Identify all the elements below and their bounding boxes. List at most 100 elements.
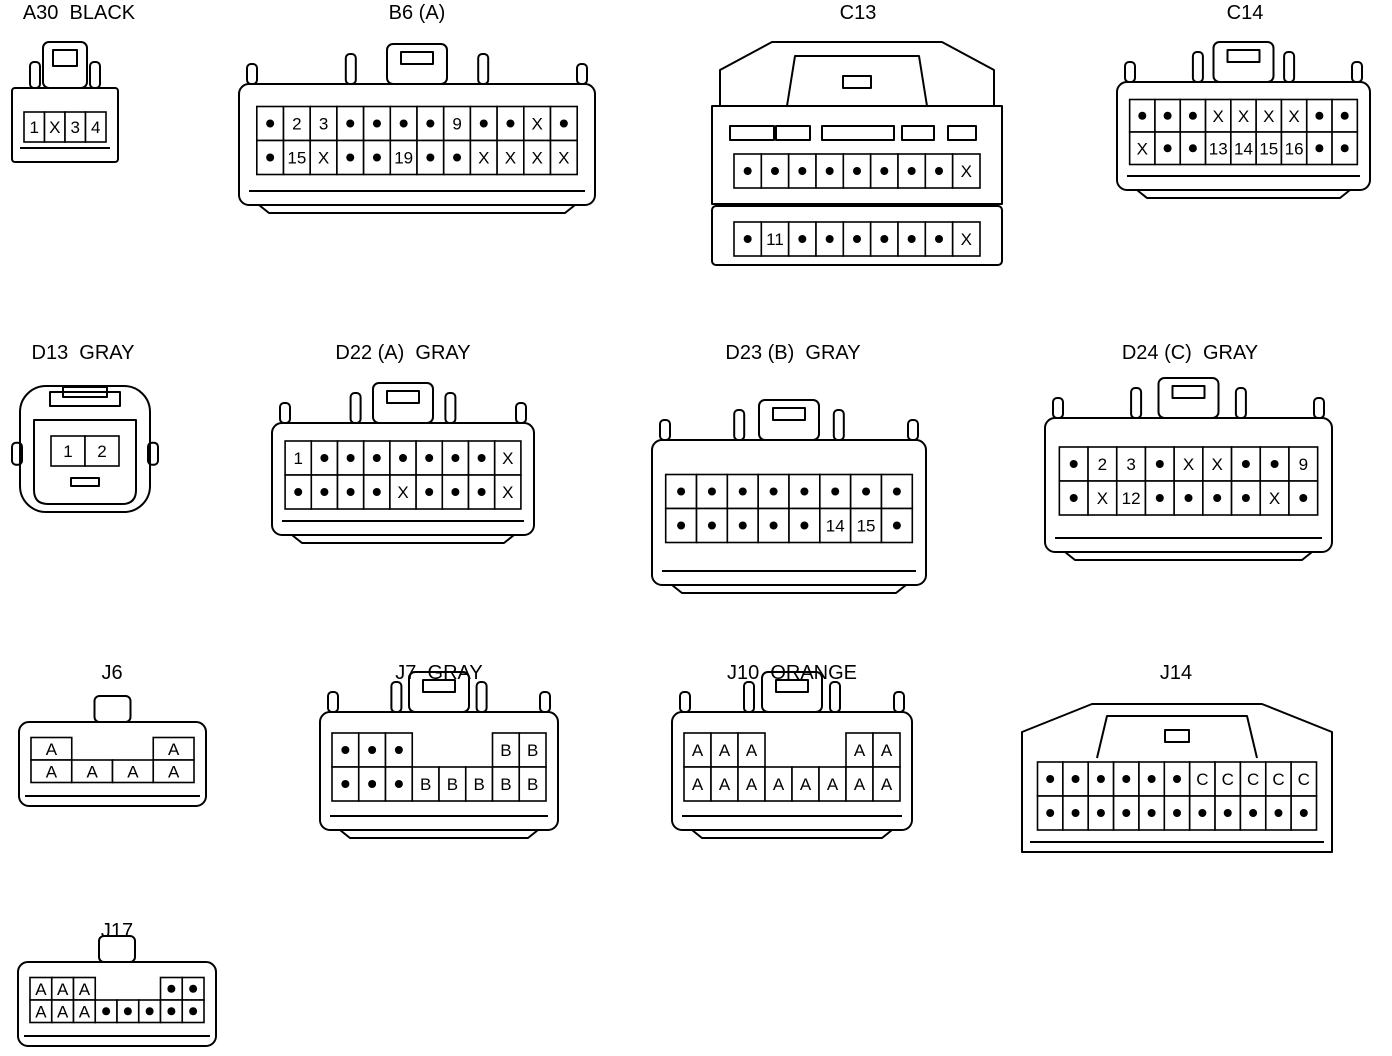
pin-cell: 9	[1288, 446, 1319, 482]
pin-label: C	[1272, 770, 1284, 789]
pin-cell	[1036, 795, 1064, 831]
pin-cell: 12	[1115, 480, 1147, 516]
pin-dot	[167, 1007, 176, 1016]
pin-cell: A	[50, 976, 75, 1001]
pin-cell	[726, 473, 759, 510]
pin-cell: X	[951, 221, 981, 257]
pin-cell: 1	[23, 111, 46, 143]
pin-cell: 4	[84, 111, 107, 143]
pin-cell	[469, 105, 498, 142]
pin-cell: B	[438, 766, 467, 802]
pin-cell	[1173, 480, 1204, 516]
pin-cell	[869, 221, 899, 257]
pin-cell	[336, 474, 365, 510]
pin-dot	[1299, 494, 1308, 502]
pin-label: C	[1298, 770, 1310, 789]
pin-label: X	[505, 149, 516, 168]
pin-label: 1	[293, 449, 302, 468]
pin-label: X	[1097, 489, 1108, 508]
pin-label: B	[500, 741, 511, 760]
pin-dot	[707, 487, 716, 496]
pin-cell	[310, 440, 339, 476]
pin-dot	[1223, 809, 1232, 817]
pin-dot	[145, 1007, 154, 1016]
pin-cell	[1214, 795, 1242, 831]
pin-cell	[869, 153, 899, 189]
connector-title: J14	[1159, 662, 1193, 684]
pin-label: A	[854, 741, 866, 760]
connector-title: C13	[839, 2, 877, 24]
pin-label: X	[1183, 455, 1194, 474]
pin-label: X	[961, 162, 972, 181]
pin-cell: X	[469, 139, 498, 176]
pin-dot	[1188, 144, 1197, 153]
pin-cell	[1179, 98, 1207, 133]
pin-label: A	[168, 740, 180, 759]
pin-label: C	[1222, 770, 1234, 789]
pin-cell	[362, 105, 392, 142]
pin-cell	[733, 153, 763, 189]
pin-dot	[341, 780, 350, 788]
pin-label: B	[473, 775, 484, 794]
pin-cell	[1163, 795, 1191, 831]
pin-dot	[1249, 809, 1258, 817]
pin-label: X	[502, 483, 513, 502]
pin-cell: 3	[64, 111, 87, 143]
pin-label: X	[531, 149, 542, 168]
pin-label: A	[127, 762, 139, 781]
pin-cell	[441, 474, 470, 510]
pin-dot	[451, 488, 460, 496]
pin-cell: X	[309, 139, 338, 176]
pin-dot	[825, 167, 834, 175]
pin-cell: A	[70, 759, 114, 784]
pin-cell: A	[710, 766, 739, 802]
pin-dot	[425, 488, 434, 496]
pin-dot	[1241, 460, 1250, 468]
pin-dot	[394, 780, 403, 788]
connector-housing	[711, 41, 1003, 266]
pin-cell	[1036, 761, 1064, 797]
pin-label: 3	[71, 118, 80, 137]
pin-label: A	[881, 775, 893, 794]
connector-housing	[271, 382, 535, 544]
pin-cell: A	[72, 999, 97, 1024]
pin-cell	[255, 139, 285, 176]
pin-dot	[677, 487, 686, 496]
pin-dot	[372, 488, 381, 496]
pin-cell	[1154, 131, 1182, 166]
pin-cell	[815, 221, 845, 257]
connector-title: D13 GRAY	[31, 342, 135, 364]
pin-dot	[677, 521, 686, 530]
pin-cell	[159, 999, 184, 1024]
pin-dot	[1163, 111, 1172, 120]
pin-cell	[757, 507, 790, 544]
pin-cell: A	[30, 759, 73, 784]
pin-dot	[862, 487, 871, 496]
pin-dot	[1163, 144, 1172, 153]
pin-cell: X	[951, 153, 981, 189]
pin-dot	[167, 984, 176, 993]
pin-dot	[1155, 494, 1164, 502]
pin-cell	[357, 766, 387, 802]
pin-cell	[467, 474, 496, 510]
pin-cell	[1087, 795, 1115, 831]
pin-dot	[372, 454, 381, 462]
pin-cell: A	[845, 732, 874, 768]
pin-cell	[1163, 761, 1191, 797]
connector-title: C14	[1226, 2, 1264, 24]
pin-dot	[769, 521, 778, 530]
pin-dot	[346, 119, 355, 128]
pin-dot	[1046, 809, 1055, 817]
connector-title: D24 (C) GRAY	[1121, 342, 1259, 364]
pin-cell	[94, 999, 118, 1024]
pin-cell: A	[152, 736, 195, 761]
pin-dot	[1096, 775, 1105, 783]
pin-label: 15	[287, 149, 306, 168]
pin-dot	[451, 454, 460, 462]
pin-cell	[880, 507, 914, 544]
pin-label: X	[1288, 107, 1299, 126]
pin-label: 1	[63, 442, 72, 461]
